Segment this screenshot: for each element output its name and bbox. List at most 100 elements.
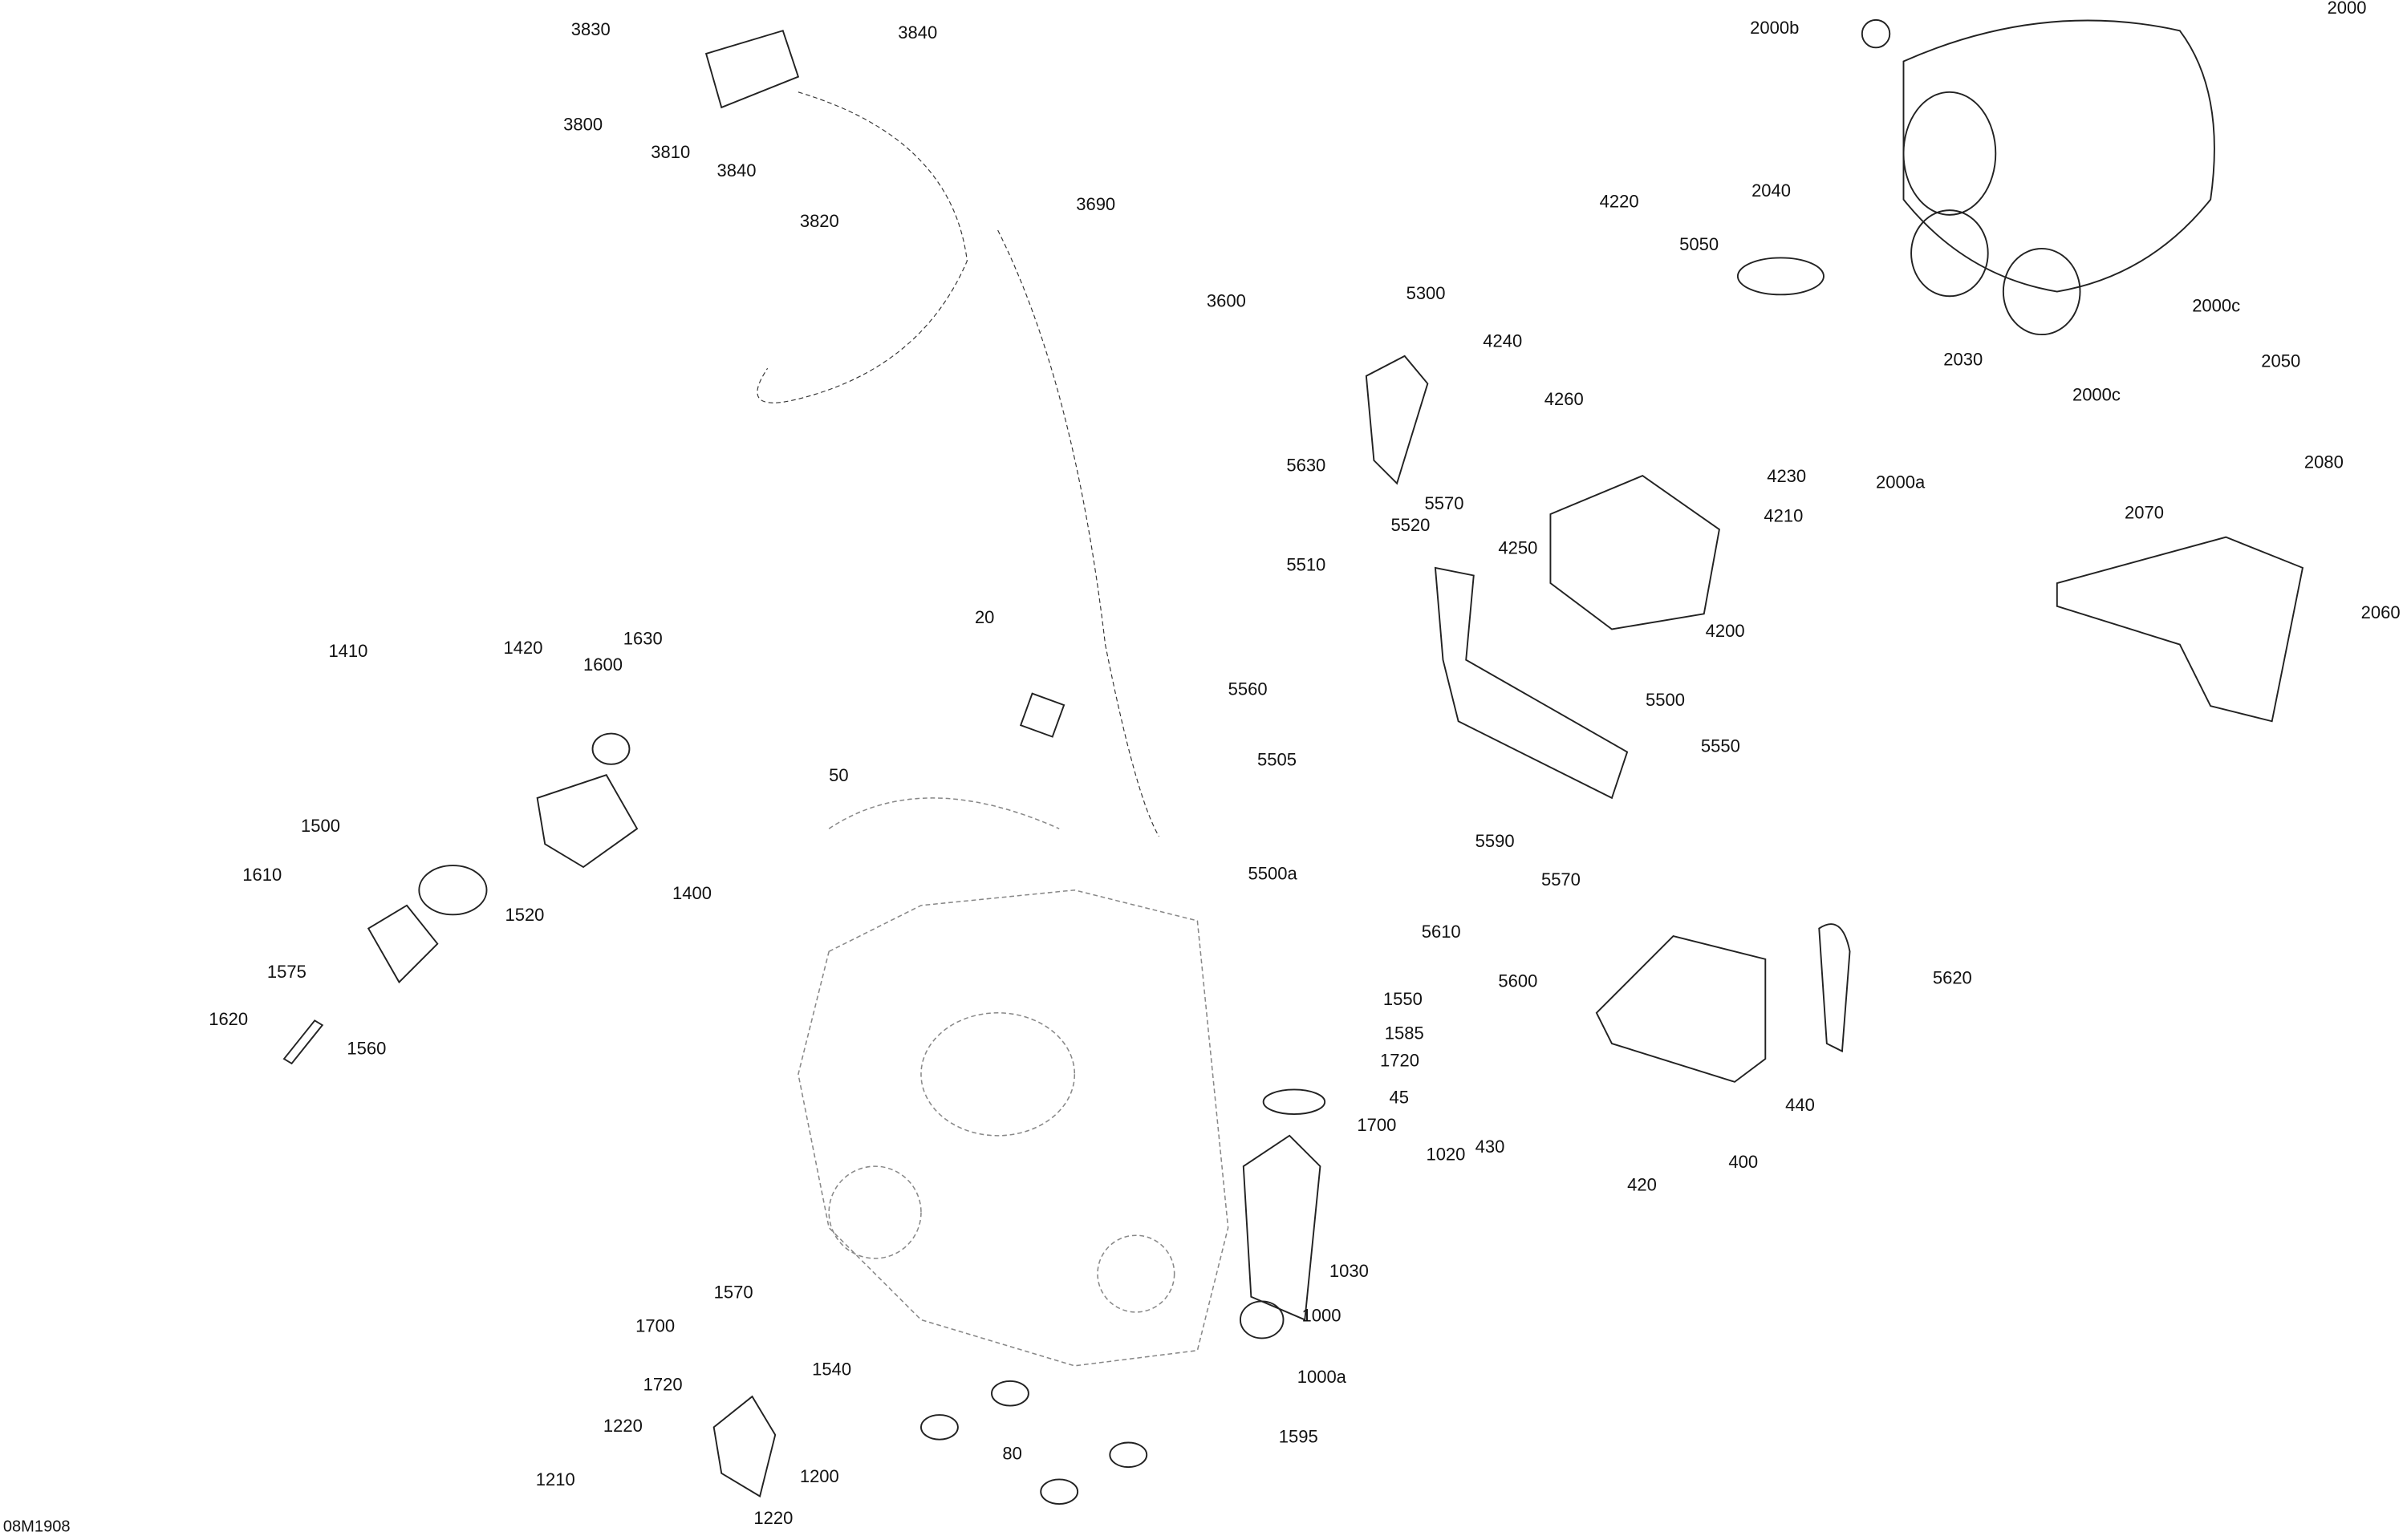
callout-label: 440 (1785, 1097, 1815, 1116)
callout-label: 3820 (799, 213, 839, 232)
callout-label: 2000b (1750, 19, 1800, 38)
callout-label: 5520 (1390, 517, 1431, 536)
callout-label: 1500 (301, 817, 340, 837)
callout-label: 5630 (1286, 457, 1326, 476)
callout-label: 4250 (1498, 540, 1538, 559)
callout-label: 1720 (643, 1376, 683, 1396)
callout-label: 1420 (503, 639, 543, 659)
callout-label: 5050 (1679, 236, 1719, 255)
callout-label: 2000a (1876, 474, 1926, 493)
callout-label: 5570 (1424, 495, 1464, 514)
mount-45 (1262, 1088, 1326, 1116)
callout-label: 1720 (1380, 1052, 1420, 1072)
bolt-1620 (282, 1019, 324, 1065)
airbox (1861, 18, 2215, 336)
callout-label: 1220 (753, 1510, 794, 1529)
mounts-80 (920, 1380, 1148, 1505)
callout-label: 5510 (1286, 557, 1326, 576)
callout-label: 5600 (1498, 973, 1538, 991)
throttle-body-400 (1595, 935, 1767, 1083)
callout-label: 3690 (1076, 196, 1116, 215)
callout-label: 4260 (1544, 391, 1584, 410)
callout-label: 1585 (1384, 1025, 1424, 1044)
mount-1000a (1239, 1300, 1285, 1339)
ecm-4200 (1549, 475, 1720, 630)
callout-label: 1400 (672, 885, 712, 904)
callout-label: 5590 (1475, 833, 1515, 852)
callout-label: 1000 (1301, 1307, 1342, 1327)
callout-label: 5500 (1646, 691, 1686, 711)
callout-label: 420 (1627, 1177, 1657, 1196)
callout-label: 2000 (2327, 0, 2367, 18)
callout-label: 1630 (623, 630, 663, 650)
callout-label: 1700 (635, 1318, 676, 1337)
bracket-1000 (1242, 1134, 1321, 1321)
callout-label: 1600 (583, 656, 623, 675)
sensor-3800 (704, 30, 800, 109)
callout-label: 1210 (535, 1471, 575, 1490)
diagram-code: 08M1908 (2, 1518, 71, 1537)
part-20 (1019, 692, 1065, 738)
bracket-2060 (2056, 536, 2304, 723)
callout-label: 20 (974, 609, 995, 628)
callout-label: 1020 (1426, 1146, 1466, 1165)
cable-3820 (757, 91, 968, 403)
callout-label: 2080 (2303, 454, 2344, 473)
bracket-1200 (712, 1395, 777, 1497)
callout-label: 2050 (2261, 353, 2301, 372)
clamp-2040 (1736, 257, 1825, 296)
callout-label: 5500a (1248, 865, 1297, 885)
cable-3600 (997, 229, 1160, 837)
callout-label: 3810 (651, 144, 691, 163)
callout-label: 4200 (1705, 622, 1745, 642)
callout-label: 400 (1728, 1153, 1759, 1173)
callout-label: 2040 (1751, 182, 1792, 201)
callout-label: 1550 (1382, 991, 1423, 1010)
mount-1500 (418, 865, 488, 916)
callout-label: 5550 (1700, 738, 1740, 757)
callout-label: 1700 (1357, 1116, 1397, 1136)
callout-label: 3840 (898, 24, 938, 43)
callout-label: 4240 (1483, 333, 1523, 352)
hose-5620 (1818, 923, 1851, 1053)
callout-label: 1000a (1297, 1368, 1346, 1388)
callout-label: 2000c (2192, 298, 2241, 317)
callout-label: 1575 (266, 963, 306, 983)
bracket-5500 (1434, 566, 1629, 800)
callout-label: 5570 (1540, 871, 1581, 890)
callout-label: 3600 (1206, 293, 1246, 312)
mount-1600 (591, 732, 631, 765)
callout-label: 1540 (812, 1361, 852, 1380)
callout-label: 3830 (570, 21, 611, 40)
callout-label: 1620 (209, 1011, 249, 1030)
callout-label: 430 (1475, 1138, 1505, 1157)
callout-label: 5300 (1406, 285, 1446, 304)
callout-label: 2060 (2360, 604, 2401, 623)
callout-label: 1200 (799, 1469, 839, 1487)
bracket-1400 (536, 774, 639, 869)
callout-label: 2030 (1943, 351, 1983, 371)
callout-label: 2070 (2125, 505, 2164, 524)
callout-label: 5620 (1932, 970, 1972, 989)
callout-label: 1410 (328, 642, 368, 662)
callout-label: 80 (1002, 1445, 1022, 1465)
callout-label: 5560 (1228, 681, 1268, 700)
engine-outline (798, 797, 1229, 1367)
callout-label: 1595 (1278, 1429, 1318, 1448)
callout-label: 1030 (1329, 1262, 1369, 1282)
callout-label: 1560 (347, 1040, 387, 1060)
callout-label: 1610 (242, 867, 282, 886)
callout-label: 1220 (603, 1417, 643, 1437)
plate-1610 (367, 904, 439, 984)
callout-label: 4210 (1764, 508, 1804, 527)
callout-label: 3800 (563, 116, 603, 136)
callout-label: 3840 (716, 162, 757, 181)
callout-label: 1520 (505, 906, 545, 926)
part-5300 (1365, 355, 1429, 485)
callout-label: 4220 (1599, 193, 1639, 213)
callout-label: 4230 (1767, 468, 1807, 487)
callout-label: 5505 (1256, 752, 1297, 771)
callout-label: 45 (1389, 1089, 1410, 1108)
